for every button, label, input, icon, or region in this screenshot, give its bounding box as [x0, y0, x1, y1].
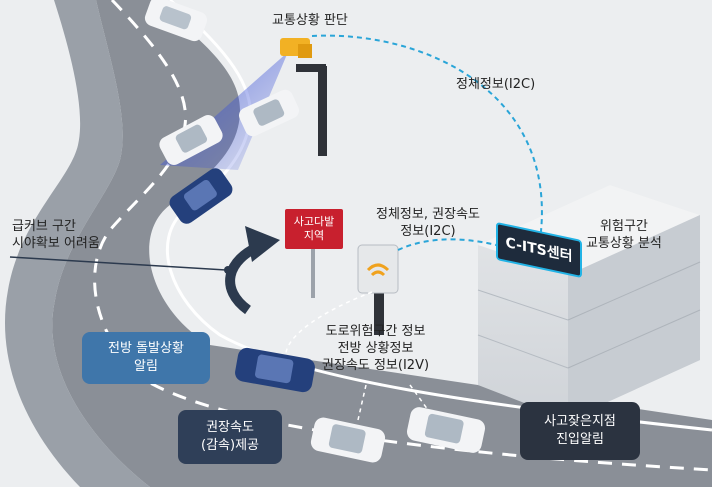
accident-zone-line1: 사고잦은지점 — [544, 414, 616, 429]
sharp-curve-leader — [9, 256, 227, 271]
traffic-judgement-label: 교통상황 판단 — [272, 13, 348, 28]
sharp-curve-label: 급커브 구간 시야확보 어려움 — [12, 218, 100, 252]
car-blue-lower — [235, 347, 315, 393]
sign-line1: 사고다발 — [293, 215, 335, 228]
speed-advice-line1: 권장속도 — [206, 420, 254, 435]
congestion-speed-line2: 정보(I2C) — [400, 224, 456, 239]
road-risk-label: 도로위험구간 정보 전방 상황정보 권장속도 정보(I2V) — [322, 323, 429, 374]
sign-post — [311, 248, 315, 298]
risk-section-line2: 교통상황 분석 — [586, 236, 662, 251]
speed-advice-box: 권장속도 (감속)제공 — [178, 410, 282, 464]
car-white-bottom-2 — [406, 407, 486, 453]
risk-section-label: 위험구간 교통상황 분석 — [586, 218, 662, 252]
congestion-speed-line1: 정체정보, 권장속도 — [376, 207, 480, 222]
road-risk-line2: 전방 상황정보 — [337, 341, 414, 356]
sharp-curve-dot — [224, 266, 232, 274]
link-rsu-to-center — [397, 238, 501, 251]
link-rsu-to-car-bottom-1 — [357, 384, 367, 421]
accident-zone-entry-box: 사고잦은지점 진입알림 — [520, 402, 640, 460]
speed-advice-line2: (감속)제공 — [201, 438, 259, 453]
car-white-bottom-1 — [310, 417, 386, 463]
forward-incident-line1: 전방 돌발상황 — [108, 341, 184, 356]
risk-section-line1: 위험구간 — [600, 219, 648, 234]
forward-incident-box: 전방 돌발상황 알림 — [82, 332, 210, 384]
congestion-i2c-label: 정체정보(I2C) — [456, 77, 536, 92]
car-white-1 — [159, 115, 223, 165]
road-risk-line3: 권장속도 정보(I2V) — [322, 358, 430, 373]
forward-incident-line2: 알림 — [134, 359, 158, 374]
car-top — [144, 0, 208, 42]
congestion-speed-label: 정체정보, 권장속도 정보(I2C) — [376, 206, 480, 240]
sharp-curve-line2: 시야확보 어려움 — [12, 236, 100, 251]
link-camera-to-center — [311, 34, 543, 241]
camera-pole — [280, 38, 327, 156]
link-rsu-to-car-bottom-2 — [409, 384, 429, 411]
accident-zone-sign: 사고다발 지역 — [285, 209, 343, 249]
car-blue-curve — [169, 168, 233, 224]
sign-line2: 지역 — [303, 229, 325, 242]
curve-arrow-icon — [225, 226, 280, 315]
road-risk-line1: 도로위험구간 정보 — [325, 324, 426, 339]
rsu-device — [357, 244, 399, 335]
link-rsu-to-car-blue — [285, 291, 373, 356]
car-white-2 — [239, 89, 299, 137]
accident-zone-line2: 진입알림 — [556, 432, 604, 447]
sharp-curve-line1: 급커브 구간 — [12, 219, 76, 234]
